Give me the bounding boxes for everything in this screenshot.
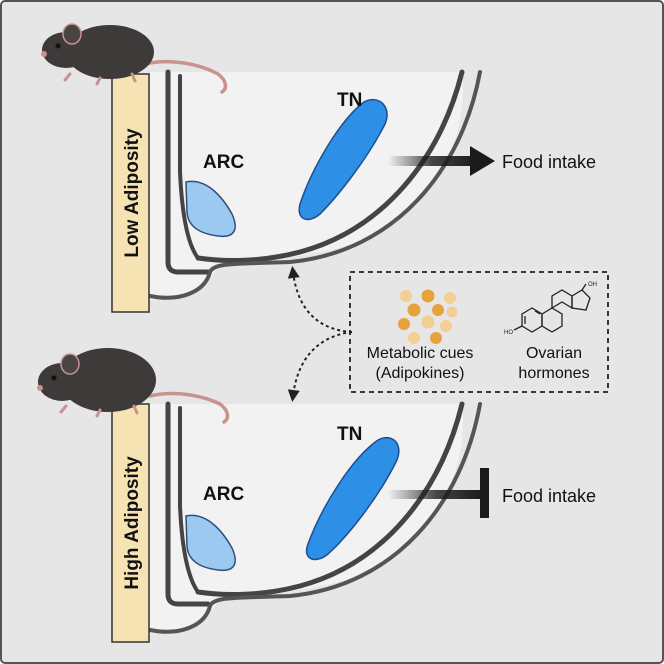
ovarian-hormones-line1: Ovarian [526, 345, 582, 362]
mouse-nose-low [41, 51, 47, 57]
steroid-ho-label: HO [504, 330, 513, 336]
panel-low-adiposity: ARC TN Food intake Low Adiposity [41, 23, 596, 313]
arc-region-low [185, 180, 236, 238]
metabolic-cues-line1: Metabolic cues [367, 345, 474, 362]
output-arrow-head-low [470, 146, 495, 176]
arc-label-high: ARC [203, 484, 244, 505]
inhibition-bar-high [480, 468, 489, 518]
mouse-paws-low [63, 72, 137, 86]
tn-region-high [305, 437, 400, 561]
inhibition-shaft-high [388, 490, 484, 499]
mouse-high [37, 348, 230, 424]
ovarian-hormones-line2: hormones [518, 365, 589, 382]
signal-arrow-down [287, 331, 353, 402]
output-label-high: Food intake [502, 486, 596, 506]
brain-floor-low [195, 69, 465, 263]
steroid-structure-icon [513, 283, 591, 333]
signal-arrow-up [287, 266, 353, 333]
tn-region-low [298, 99, 388, 221]
mouse-low [41, 23, 228, 94]
tn-label-high: TN [337, 424, 362, 445]
mouse-body-high [60, 348, 156, 412]
arc-region-high [185, 514, 236, 572]
brain-floor-high [195, 401, 465, 597]
adipokine-cluster-icon [398, 289, 458, 344]
mouse-body-low [66, 25, 154, 79]
adiposity-label-high: High Adiposity [122, 456, 143, 590]
signals-box: Metabolic cues (Adipokines) OH HO Ovaria… [349, 271, 609, 393]
panel-high-adiposity: ARC TN Food intake High Adiposity [37, 348, 596, 643]
steroid-oh-label: OH [588, 282, 597, 288]
output-label-low: Food intake [502, 152, 596, 172]
mouse-tail-low [143, 59, 228, 94]
output-arrow-shaft-low [388, 156, 476, 166]
mouse-eye-low [55, 43, 61, 49]
mouse-eye-high [51, 375, 57, 381]
tn-label-low: TN [337, 90, 362, 111]
brain-outline-low [165, 69, 211, 275]
arc-label-low: ARC [203, 152, 244, 173]
metabolic-cues-line2: (Adipokines) [376, 365, 465, 382]
mouse-tail-high [148, 391, 230, 424]
adiposity-bar-high [111, 403, 150, 643]
ventricle-outline-high [178, 406, 200, 594]
brain-outline-high [165, 401, 211, 607]
mouse-ear-high [60, 353, 80, 375]
adiposity-label-low: Low Adiposity [122, 128, 143, 258]
mouse-ear-low [62, 23, 82, 45]
mouse-nose-high [37, 385, 43, 391]
mouse-paws-high [59, 404, 139, 418]
ventricle-outline-low [178, 74, 200, 260]
